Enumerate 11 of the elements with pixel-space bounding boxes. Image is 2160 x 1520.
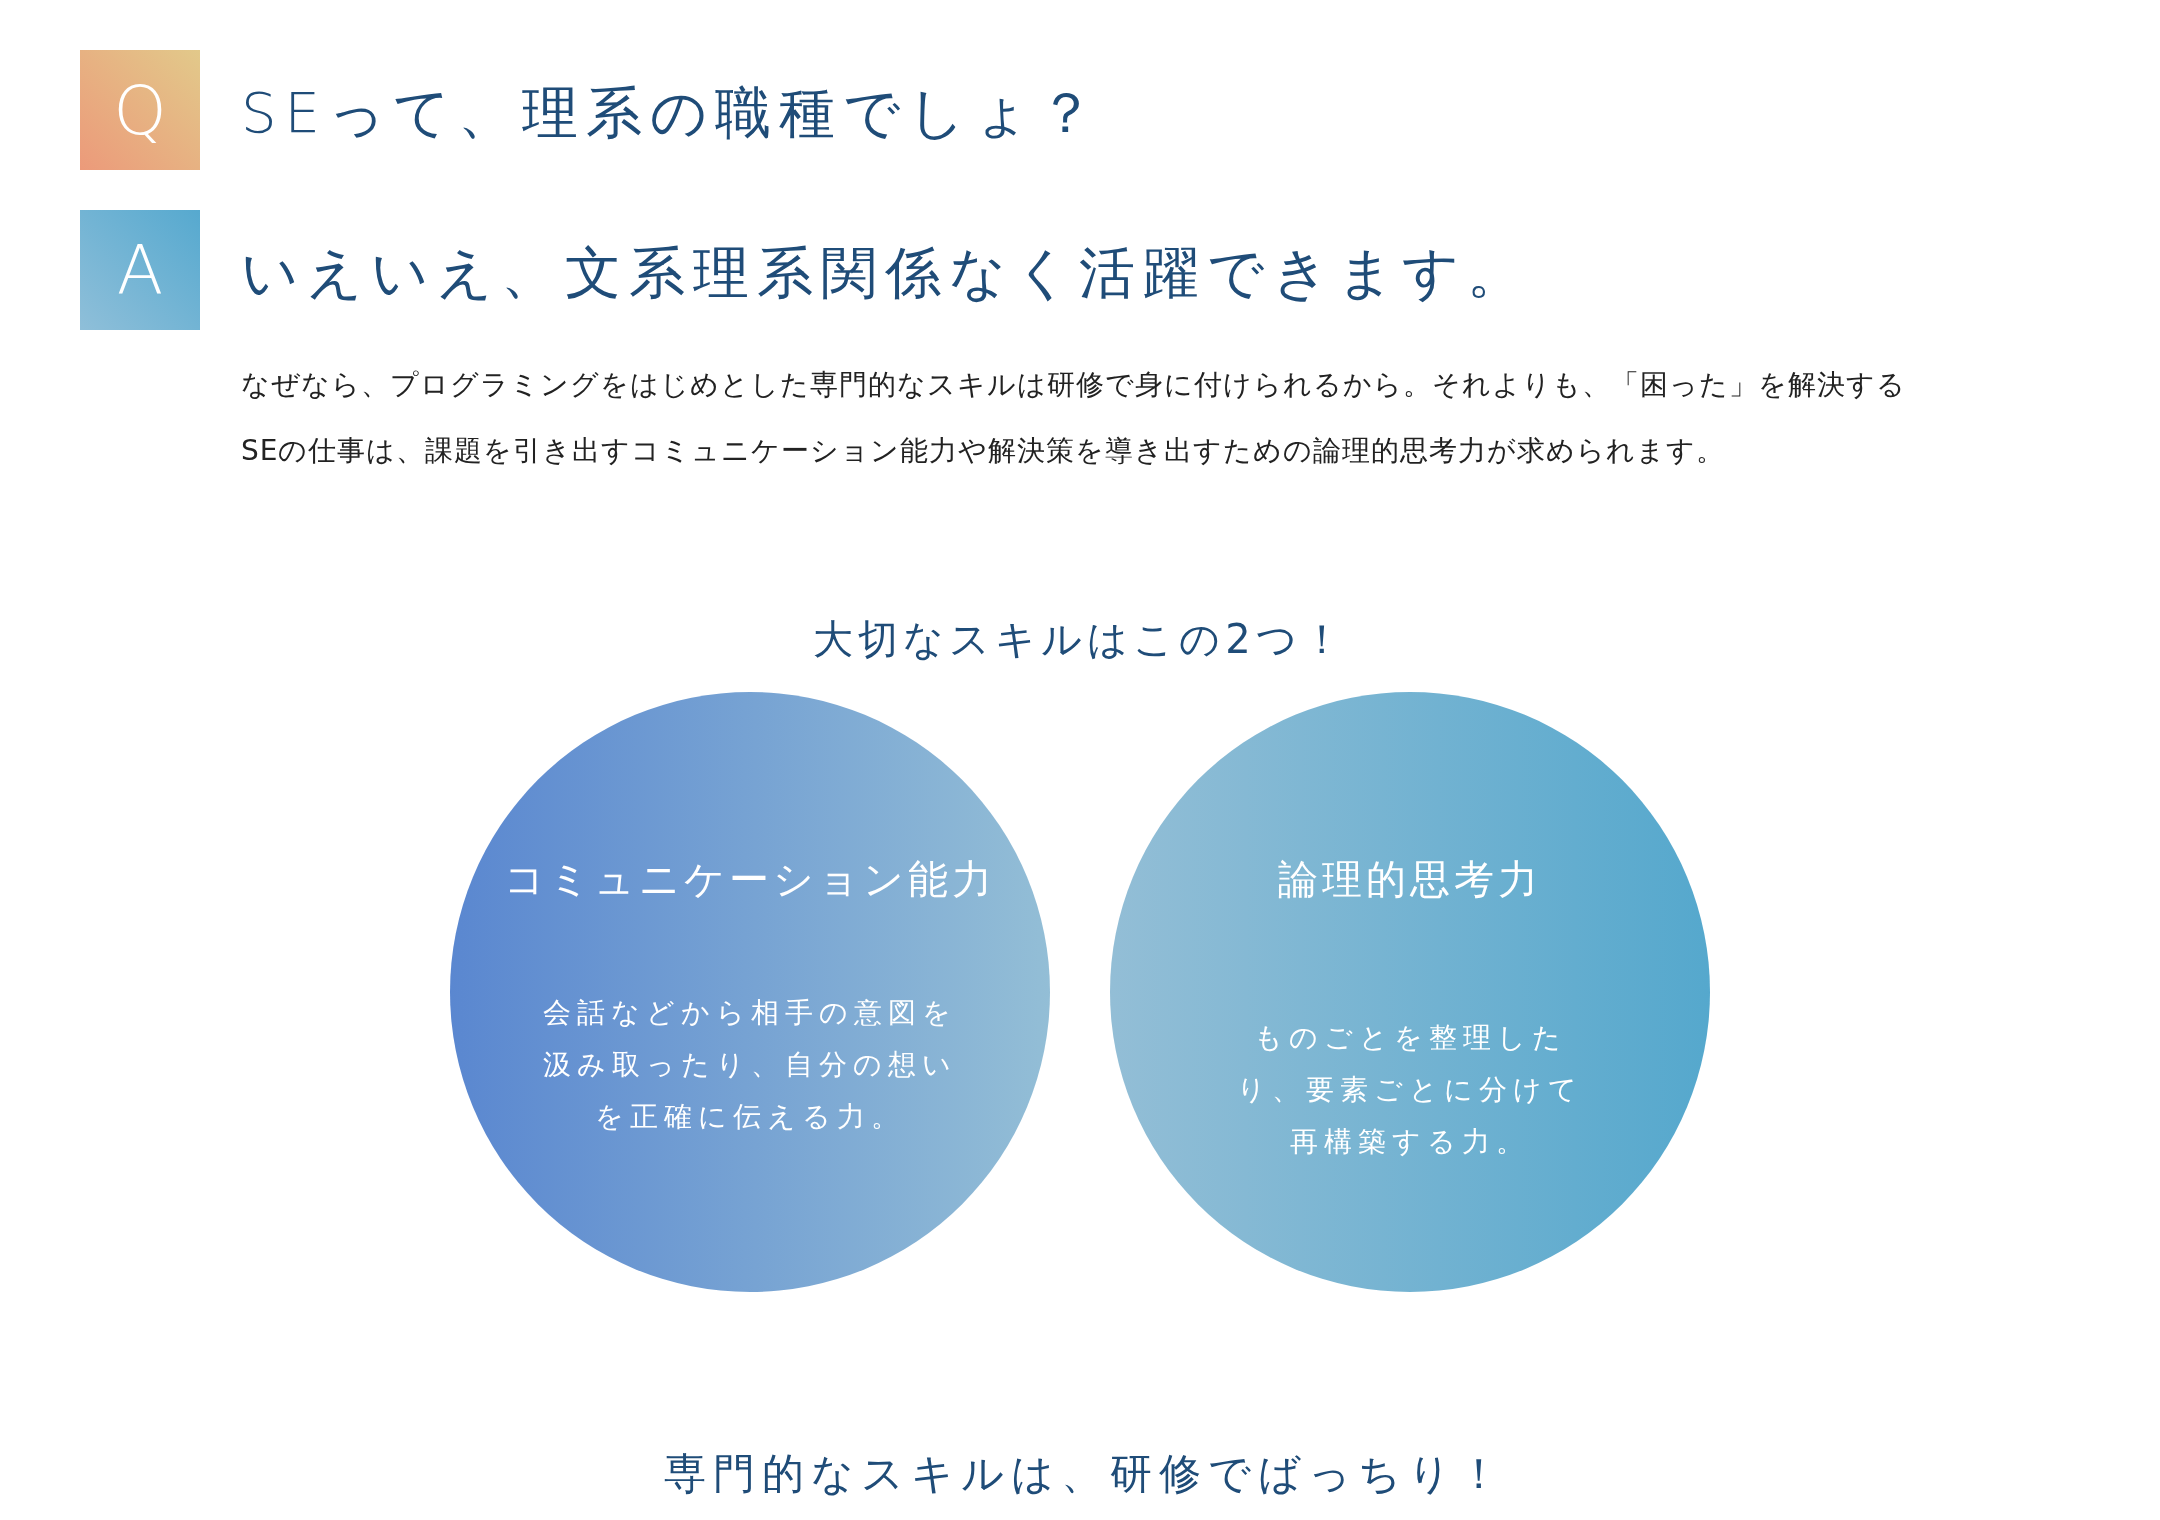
- skill-heading: コミュニケーション能力: [503, 855, 997, 904]
- letter-badge: A: [80, 210, 200, 330]
- explanation-paragraph: なぜなら、プログラミングをはじめとした専門的なスキルは研修で身に付けられるから。それよりも、「困った」を解決するSEの仕事は、課題を引き出すコミュニケーション能力や解決策を導き出すための論理的思考力が求められます。: [241, 367, 1907, 469]
- skill-heading: 論理的思考力: [1277, 855, 1543, 904]
- skill-description: 会話などから相手の意図を汲み取ったり、自分の想いを正確に伝える力。: [542, 995, 958, 1135]
- answer-text: いえいえ、文系理系関係なく活躍できます。: [241, 239, 1531, 307]
- letter-badge: Q: [80, 50, 200, 170]
- section-heading: 大切なスキルはこの2つ！: [812, 615, 1348, 664]
- skill-description: ものごとを整理したり、要素ごとに分けて再構築する力。: [1236, 1020, 1584, 1160]
- question-text: SEって、理系の職種でしょ？: [241, 79, 1102, 147]
- closing-text: 専門的なスキルは、研修でばっちり！: [662, 1448, 1508, 1500]
